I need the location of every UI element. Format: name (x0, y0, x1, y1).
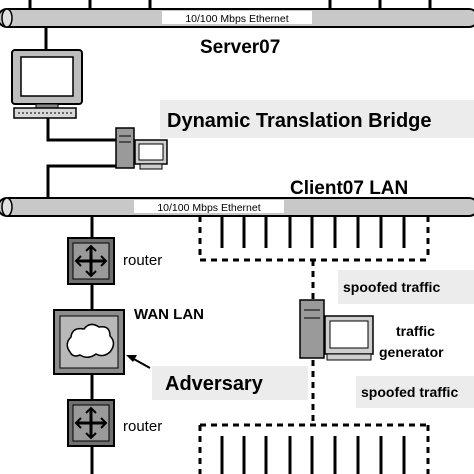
adversary-label: Adversary (165, 373, 264, 395)
traffic-generator-line1: traffic (396, 323, 435, 339)
traffic-generator-line2: generator (379, 344, 444, 360)
server-computer-icon (11, 49, 83, 119)
client-lan-bus-label: 10/100 Mbps Ethernet (157, 202, 260, 214)
upper-traffic-drops (198, 216, 430, 300)
client-lan-bus (0, 197, 474, 217)
bridge-name: Dynamic Translation Bridge (167, 110, 432, 132)
wan-cloud-icon (53, 309, 125, 375)
spoofed-traffic-top: spoofed traffic (343, 279, 440, 295)
client-lan-name: Client07 LAN (290, 178, 408, 199)
bridge-to-lan-link (46, 164, 116, 198)
server-to-bridge-link (46, 118, 116, 142)
router-bottom-label: router (123, 418, 162, 435)
top-ethernet-bus (0, 0, 474, 28)
lower-traffic-drops (198, 423, 430, 474)
adversary-arrow-icon (126, 355, 151, 369)
spoofed-traffic-bottom: spoofed traffic (361, 384, 458, 400)
router-top-icon (67, 237, 115, 285)
router-bottom-icon (67, 399, 115, 447)
top-bus-label: 10/100 Mbps Ethernet (185, 13, 288, 25)
router-top-label: router (123, 252, 162, 269)
bridge-label-box (160, 100, 474, 138)
wan-label: WAN LAN (134, 306, 204, 323)
adversary-label-box (152, 366, 308, 400)
bridge-computer-icon (115, 127, 168, 170)
traffic-generator-icon (299, 299, 374, 361)
spoofed-bottom-box (356, 376, 474, 408)
spoofed-top-box (338, 270, 474, 304)
server-name: Server07 (200, 37, 280, 58)
